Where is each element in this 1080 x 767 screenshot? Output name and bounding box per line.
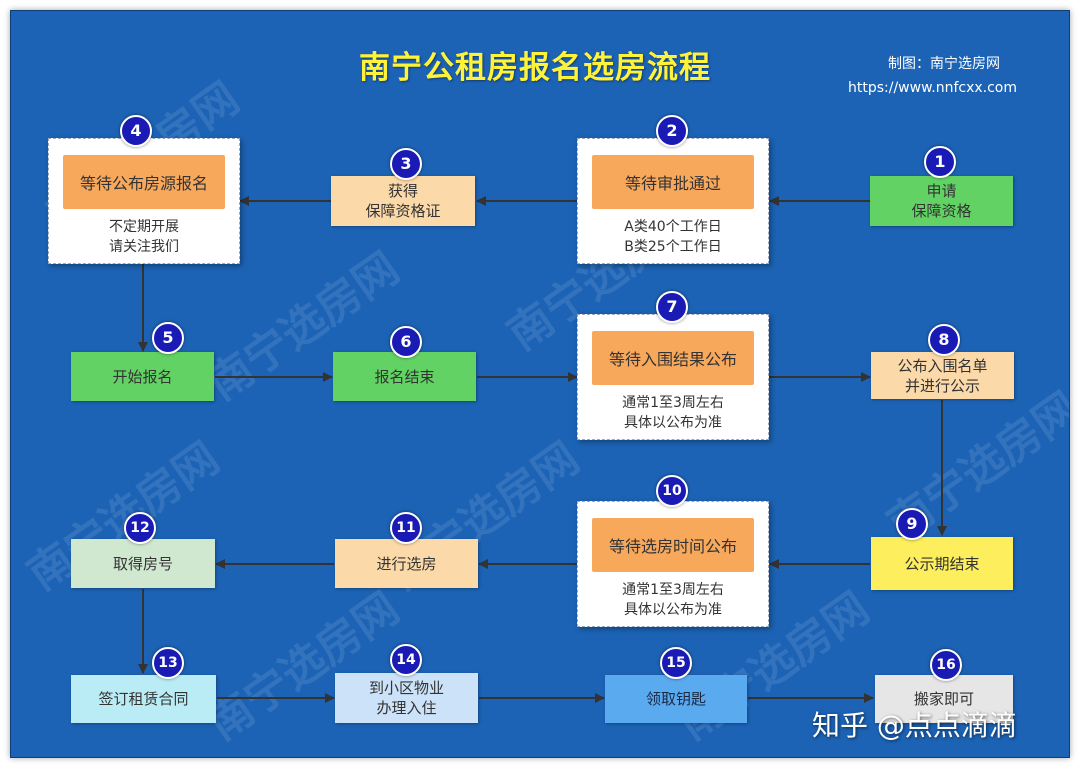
step-6-label: 报名结束 bbox=[374, 367, 435, 386]
step-7-badge: 7 bbox=[656, 291, 688, 323]
step-6-badge: 6 bbox=[390, 326, 422, 358]
step-5-box: 开始报名 bbox=[71, 352, 214, 401]
step-9-badge: 9 bbox=[896, 508, 928, 540]
step-16-badge: 16 bbox=[930, 649, 962, 681]
credit-maker: 制图：南宁选房网 bbox=[888, 56, 1000, 72]
step-7-note: 通常1至3周左右 具体以公布为准 bbox=[578, 393, 768, 433]
step-10-badge: 10 bbox=[656, 475, 688, 507]
step-5-badge: 5 bbox=[152, 322, 184, 354]
step-9-label: 公示期结束 bbox=[904, 554, 980, 573]
step-11-label: 进行选房 bbox=[376, 554, 437, 573]
step-1-badge: 1 bbox=[924, 146, 956, 178]
step-7-box: 等待入围结果公布 通常1至3周左右 具体以公布为准 bbox=[577, 314, 769, 440]
step-8-box: 公布入围名单 并进行公示 bbox=[871, 352, 1014, 399]
step-11-box: 进行选房 bbox=[335, 539, 478, 588]
step-2-note-line2: B类25个工作日 bbox=[624, 239, 722, 255]
step-14-line1: 到小区物业 bbox=[368, 679, 444, 697]
step-3-box: 获得 保障资格证 bbox=[331, 176, 475, 226]
step-8-line2: 并进行公示 bbox=[904, 376, 980, 395]
page-title: 南宁公租房报名选房流程 bbox=[359, 50, 711, 86]
credit-url: https://www.nnfcxx.com bbox=[848, 80, 1017, 96]
step-14-line2: 办理入住 bbox=[376, 699, 437, 717]
step-15-badge: 15 bbox=[660, 647, 692, 679]
step-8-badge: 8 bbox=[928, 324, 960, 356]
step-13-box: 签订租赁合同 bbox=[71, 675, 216, 723]
step-10-note-line2: 具体以公布为准 bbox=[624, 602, 722, 618]
step-7-note-line1: 通常1至3周左右 bbox=[622, 395, 724, 411]
step-1-line2: 保障资格 bbox=[911, 202, 972, 220]
step-2-badge: 2 bbox=[656, 115, 688, 147]
step-13-badge: 13 bbox=[152, 647, 184, 679]
step-3-line1: 获得 bbox=[387, 182, 418, 200]
step-4-label: 等待公布房源报名 bbox=[63, 155, 225, 209]
zhihu-watermark: 知乎 @点点滴滴 bbox=[812, 709, 1017, 742]
step-3-badge: 3 bbox=[390, 148, 422, 180]
step-12-badge: 12 bbox=[124, 512, 156, 544]
step-7-note-line2: 具体以公布为准 bbox=[624, 415, 722, 431]
step-16-label: 搬家即可 bbox=[913, 690, 974, 708]
step-4-note: 不定期开展 请关注我们 bbox=[49, 217, 239, 257]
step-1-line1: 申请 bbox=[926, 182, 957, 200]
step-10-note: 通常1至3周左右 具体以公布为准 bbox=[578, 580, 768, 620]
step-7-label: 等待入围结果公布 bbox=[592, 331, 754, 385]
step-10-box: 等待选房时间公布 通常1至3周左右 具体以公布为准 bbox=[577, 501, 769, 627]
step-10-note-line1: 通常1至3周左右 bbox=[622, 582, 724, 598]
step-13-label: 签订租赁合同 bbox=[98, 690, 189, 708]
step-4-note-line2: 请关注我们 bbox=[109, 239, 179, 255]
step-1-box: 申请 保障资格 bbox=[870, 176, 1013, 226]
step-16-box: 搬家即可 bbox=[875, 675, 1013, 723]
step-2-box: 等待审批通过 A类40个工作日 B类25个工作日 bbox=[577, 138, 769, 264]
step-8-line1: 公布入围名单 bbox=[897, 356, 988, 375]
step-6-box: 报名结束 bbox=[333, 352, 476, 401]
step-2-note-line1: A类40个工作日 bbox=[624, 219, 722, 235]
step-10-label: 等待选房时间公布 bbox=[592, 518, 754, 572]
step-12-label: 取得房号 bbox=[112, 554, 173, 573]
step-4-badge: 4 bbox=[120, 115, 152, 147]
step-11-badge: 11 bbox=[390, 512, 422, 544]
step-4-box: 等待公布房源报名 不定期开展 请关注我们 bbox=[48, 138, 240, 264]
step-2-label: 等待审批通过 bbox=[592, 155, 754, 209]
step-3-line2: 保障资格证 bbox=[365, 202, 441, 220]
step-14-box: 到小区物业 办理入住 bbox=[335, 673, 478, 723]
step-14-badge: 14 bbox=[390, 644, 422, 676]
step-9-box: 公示期结束 bbox=[871, 537, 1013, 590]
step-4-note-line1: 不定期开展 bbox=[109, 219, 179, 235]
step-15-box: 领取钥匙 bbox=[605, 675, 747, 723]
step-15-label: 领取钥匙 bbox=[645, 690, 706, 708]
step-12-box: 取得房号 bbox=[71, 539, 215, 588]
step-5-label: 开始报名 bbox=[112, 367, 173, 386]
step-2-note: A类40个工作日 B类25个工作日 bbox=[578, 217, 768, 257]
